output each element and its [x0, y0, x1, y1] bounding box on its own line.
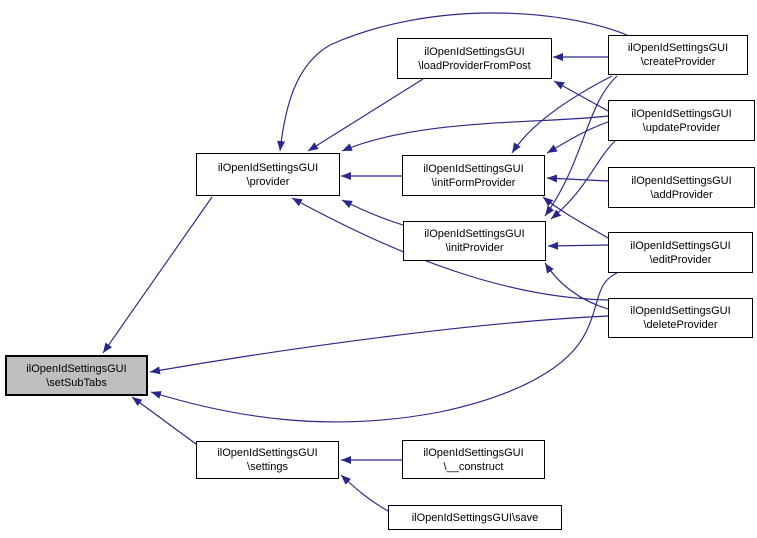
node-label-line1: ilOpenIdSettingsGUI [630, 239, 731, 252]
edge-createProvider-initFormProvider [511, 75, 613, 154]
edge-updateProvider-loadProviderFromPost [553, 80, 609, 112]
node-label-line1: ilOpenIdSettingsGUI [424, 228, 525, 240]
node-initProvider[interactable]: ilOpenIdSettingsGUI \initProvider [403, 221, 546, 261]
node-label-line1: ilOpenIdSettingsGUI [26, 362, 127, 375]
node-label-line2: \setSubTabs [46, 376, 107, 389]
node-editProvider[interactable]: ilOpenIdSettingsGUI\editProvider [608, 232, 753, 273]
edge-addProvider-initFormProvider [546, 174, 609, 183]
edge-deleteProvider-setSubTabs [149, 315, 609, 375]
node-initFormProvider[interactable]: ilOpenIdSettingsGUI\initFormProvider [402, 155, 545, 196]
node-settings[interactable]: ilOpenIdSettingsGUI \settings [196, 441, 339, 479]
node-label-line2: \createProvider [640, 56, 716, 68]
node-label-line1: ilOpenIdSettingsGUI [217, 161, 319, 174]
edge-updateProvider-initProvider [550, 140, 616, 220]
node-label-line1: ilOpenIdSettingsGUI [631, 107, 732, 120]
edge-provider-setSubTabs [102, 196, 213, 354]
node-createProvider[interactable]: ilOpenIdSettingsGUI \createProvider [608, 35, 748, 75]
node-label-line2: \settings [247, 461, 288, 473]
node-construct[interactable]: ilOpenIdSettingsGUI\__construct [402, 440, 545, 479]
node-label-line2: \addProvider [650, 188, 713, 201]
node-label-line2: \editProvider [649, 253, 712, 266]
node-updateProvider[interactable]: ilOpenIdSettingsGUI\updateProvider [608, 100, 755, 141]
edge-loadProviderFromPost-provider [307, 78, 424, 152]
node-deleteProvider[interactable]: ilOpenIdSettingsGUI \deleteProvider [608, 298, 753, 338]
node-label-line1: ilOpenIdSettingsGUI\save [411, 511, 539, 524]
node-label-line2: \updateProvider [642, 121, 721, 134]
node-label-line1: ilOpenIdSettingsGUI [424, 45, 525, 58]
node-label-line2: \deleteProvider [643, 319, 718, 331]
edge-settings-setSubTabs [131, 396, 197, 445]
node-save[interactable]: ilOpenIdSettingsGUI\save [388, 505, 562, 530]
node-label-line2: \provider [246, 175, 290, 188]
node-label-line2: \loadProviderFromPost [418, 59, 531, 72]
node-addProvider[interactable]: ilOpenIdSettingsGUI\addProvider [608, 167, 755, 208]
edge-initProvider-provider [341, 199, 404, 226]
node-label-line1: ilOpenIdSettingsGUI [423, 446, 524, 459]
edge-save-settings [340, 474, 389, 512]
edge-createProvider-initProvider [544, 75, 618, 217]
edge-createProvider-provider [277, 12, 628, 152]
edge-deleteProvider-initProvider [544, 262, 609, 310]
node-label-line1: ilOpenIdSettingsGUI [627, 42, 729, 54]
node-label-line1: ilOpenIdSettingsGUI [423, 162, 524, 175]
node-provider[interactable]: ilOpenIdSettingsGUI\provider [196, 153, 340, 196]
edge-deleteProvider-provider [291, 197, 609, 301]
node-loadProviderFromPost[interactable]: ilOpenIdSettingsGUI\loadProviderFromPost [397, 38, 552, 79]
node-label-line1: ilOpenIdSettingsGUI [217, 447, 318, 459]
edge-updateProvider-provider [341, 115, 609, 152]
edge-editProvider-setSubTabs [150, 272, 618, 423]
node-label-line1: ilOpenIdSettingsGUI [630, 305, 731, 317]
node-label-line1: ilOpenIdSettingsGUI [631, 174, 732, 187]
node-label-line2: \__construct [443, 460, 504, 473]
edge-updateProvider-initFormProvider [546, 121, 609, 154]
node-label-line2: \initFormProvider [431, 176, 516, 189]
edge-editProvider-initFormProvider [542, 196, 609, 239]
node-setSubTabs: ilOpenIdSettingsGUI\setSubTabs [5, 355, 148, 396]
edge-editProvider-initProvider [547, 241, 609, 250]
node-label-line2: \initProvider [445, 242, 504, 254]
